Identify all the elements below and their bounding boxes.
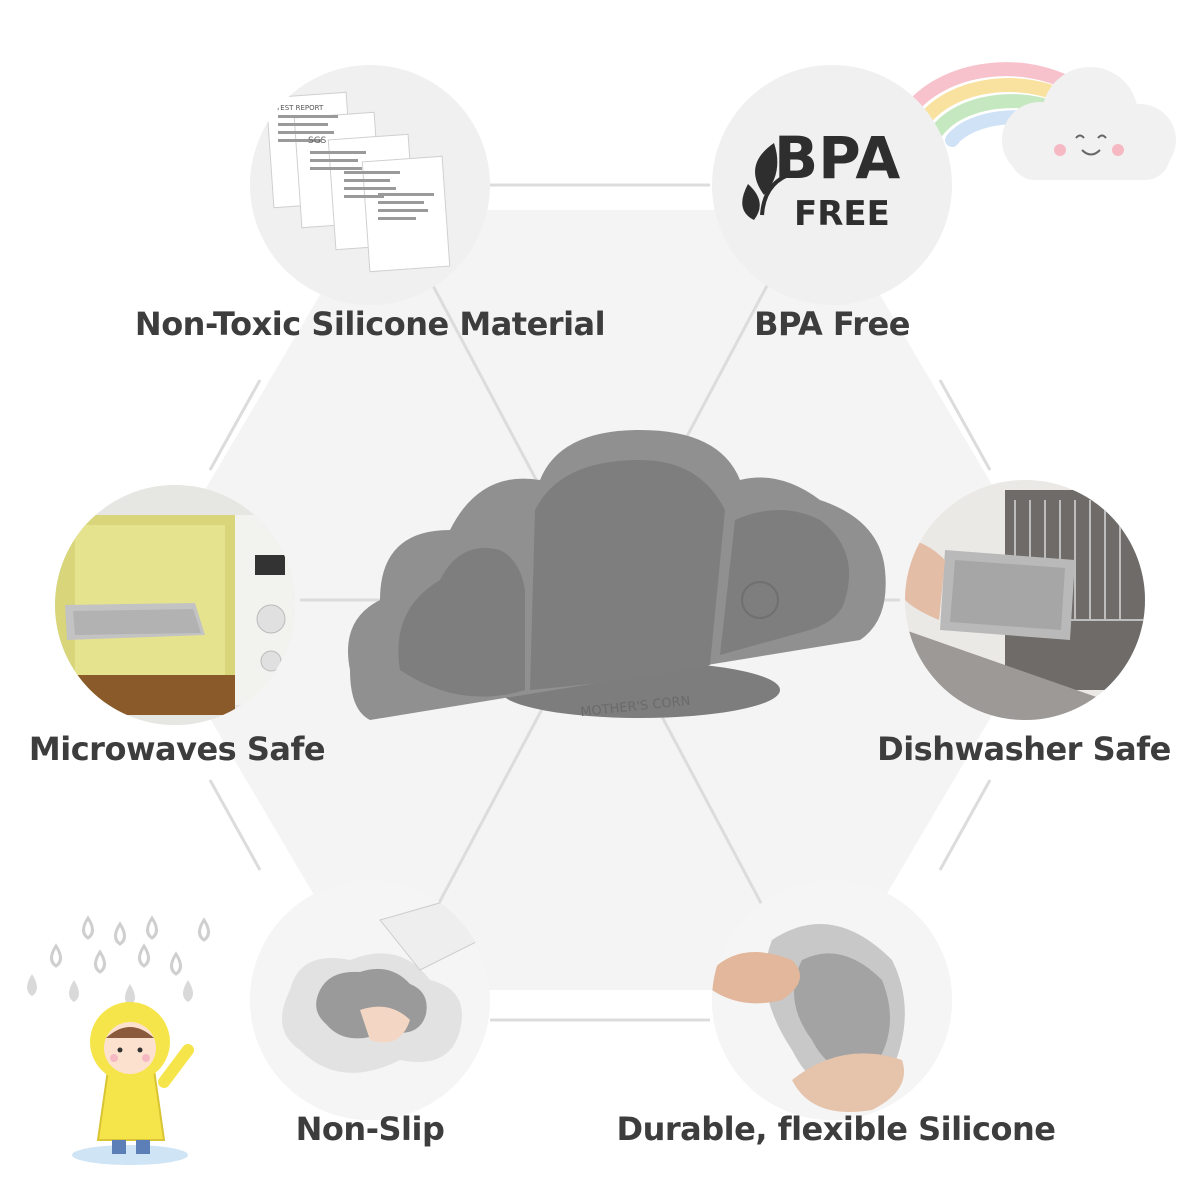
bpa-free-badge: BPA FREE bbox=[742, 124, 900, 234]
feature-label-bpa-free: BPA Free bbox=[754, 305, 910, 343]
microwave-circle bbox=[55, 485, 295, 725]
dishwasher-circle bbox=[905, 480, 1145, 720]
free-text: FREE bbox=[794, 194, 890, 234]
report-heading: TEST REPORT bbox=[275, 104, 324, 112]
feature-label-non-toxic: Non-Toxic Silicone Material bbox=[134, 305, 606, 343]
feature-label-dishwasher: Dishwasher Safe bbox=[877, 730, 1171, 768]
non-slip-circle bbox=[250, 880, 490, 1120]
non-toxic-circle: TEST REPORT SGS bbox=[250, 65, 490, 305]
rainy-child-illustration bbox=[27, 915, 210, 1165]
non-slip-photo bbox=[250, 880, 490, 1120]
feature-label-non-slip: Non-Slip bbox=[295, 1110, 445, 1148]
cloud-plate-product: MOTHER'S CORN bbox=[348, 430, 886, 720]
microwave-photo bbox=[55, 485, 295, 725]
bpa-text: BPA bbox=[774, 124, 900, 192]
bpa-free-circle: BPA FREE bbox=[712, 65, 952, 305]
dishwasher-photo bbox=[905, 480, 1145, 720]
leaf-icon bbox=[742, 143, 789, 220]
durable-photo bbox=[712, 880, 952, 1120]
rainbow-cloud-illustration bbox=[903, 62, 1176, 180]
feature-label-durable: Durable, flexible Silicone bbox=[616, 1110, 1056, 1148]
durable-circle bbox=[712, 880, 952, 1120]
sgs-logo: SGS bbox=[308, 136, 327, 146]
test-report-documents: TEST REPORT SGS bbox=[265, 91, 451, 273]
feature-label-microwave: Microwaves Safe bbox=[28, 730, 326, 768]
